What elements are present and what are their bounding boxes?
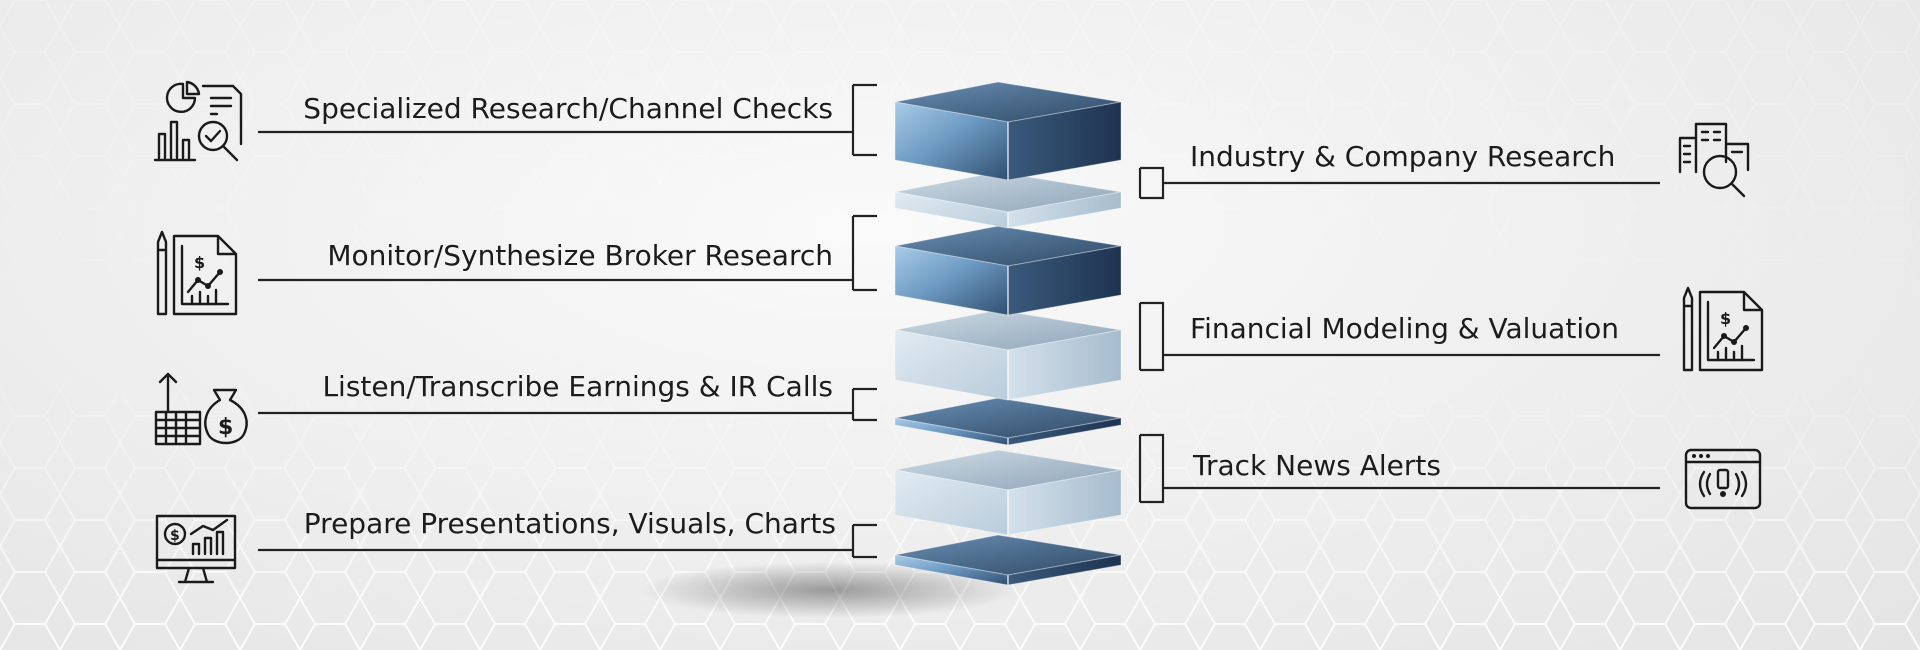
connector-line bbox=[258, 214, 877, 292]
svg-text:$: $ bbox=[194, 253, 205, 272]
svg-text:$: $ bbox=[170, 528, 180, 544]
left-item-4: Prepare Presentations, Visuals, Charts bbox=[258, 507, 877, 559]
financial-report-icon: $ bbox=[1682, 286, 1764, 372]
left-item-label: Monitor/Synthesize Broker Research bbox=[327, 239, 833, 272]
stack-block bbox=[894, 534, 1122, 586]
right-item-2: Financial Modeling & Valuation bbox=[1138, 301, 1660, 372]
dashboard-monitor-icon: $ bbox=[155, 514, 237, 584]
connector-line bbox=[1138, 433, 1660, 504]
left-item-2: Monitor/Synthesize Broker Research bbox=[258, 214, 877, 292]
right-item-1: Industry & Company Research bbox=[1138, 140, 1660, 200]
left-item-3: Listen/Transcribe Earnings & IR Calls bbox=[258, 370, 877, 422]
stack-block bbox=[894, 171, 1122, 229]
stack-block bbox=[894, 449, 1122, 536]
connector-line bbox=[1138, 166, 1660, 200]
financial-report-icon: $ bbox=[156, 230, 238, 316]
connector-line bbox=[258, 387, 877, 422]
stack-block bbox=[894, 81, 1122, 181]
connector-line bbox=[258, 83, 877, 157]
right-item-3: Track News Alerts bbox=[1138, 433, 1660, 504]
stack-block bbox=[894, 225, 1122, 316]
left-item-label: Prepare Presentations, Visuals, Charts bbox=[304, 507, 836, 540]
left-item-1: Specialized Research/Channel Checks bbox=[258, 83, 877, 157]
building-search-icon bbox=[1678, 122, 1750, 198]
alert-window-icon bbox=[1684, 448, 1762, 510]
stack-block bbox=[894, 397, 1122, 446]
connector-line bbox=[258, 523, 877, 559]
stack-shadow bbox=[640, 562, 1020, 618]
connector-line bbox=[1138, 301, 1660, 372]
stack-block bbox=[894, 309, 1122, 401]
left-item-label: Listen/Transcribe Earnings & IR Calls bbox=[322, 370, 833, 403]
block-stack bbox=[894, 81, 1122, 586]
right-item-label: Industry & Company Research bbox=[1190, 140, 1615, 173]
report-magnifier-icon bbox=[153, 80, 243, 162]
right-item-label: Track News Alerts bbox=[1192, 449, 1441, 482]
right-item-label: Financial Modeling & Valuation bbox=[1190, 312, 1619, 345]
left-item-label: Specialized Research/Channel Checks bbox=[303, 92, 833, 125]
money-bag-growth-icon: $ bbox=[154, 372, 248, 446]
svg-text:$: $ bbox=[1720, 309, 1731, 328]
svg-text:$: $ bbox=[218, 415, 233, 440]
